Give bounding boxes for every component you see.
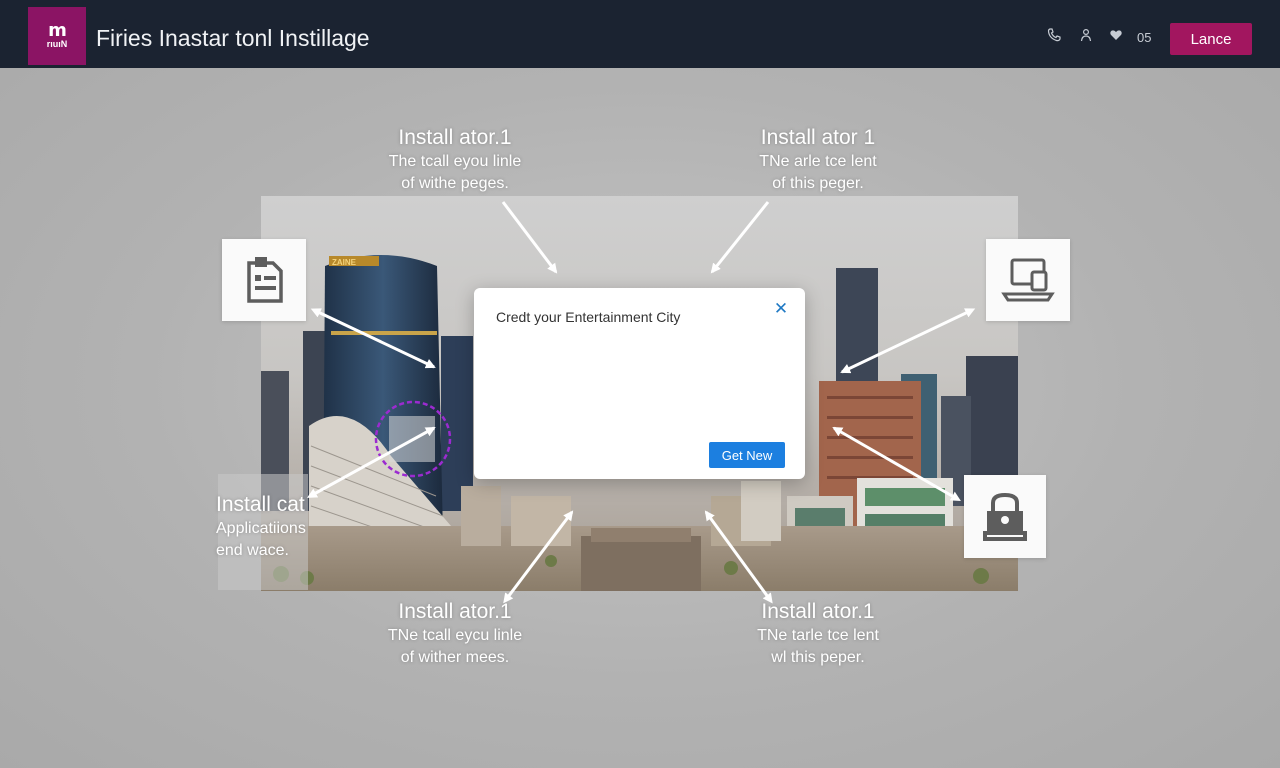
callout-bottom-right: Install ator.1 TNe tarle tce lent wl thi…: [718, 599, 918, 669]
callout-left: Install cat Applicatiions end wace.: [216, 492, 306, 562]
heart-icon[interactable]: [1108, 28, 1124, 44]
close-icon[interactable]: ✕: [771, 299, 791, 319]
callout-title: Install ator.1: [398, 126, 512, 149]
callout-text: end wace.: [216, 542, 289, 559]
left-callout-backdrop: [218, 474, 308, 590]
callout-title: Install ator.1: [398, 600, 512, 623]
callout-top-right: Install ator 1 TNe arle tce lent of this…: [718, 125, 918, 195]
callout-title: Install ator 1: [760, 126, 876, 149]
callout-text: of wither mees.: [400, 649, 510, 666]
logo-mark: m: [48, 20, 67, 41]
callout-top-left: Install ator.1 The tcall eyou linle of w…: [355, 125, 555, 195]
dialog-title: Credt your Entertainment City: [496, 309, 681, 325]
callout-text: TNe tcall eycu linle: [387, 627, 523, 644]
person-icon[interactable]: [1078, 28, 1094, 44]
callout-text: of this peger.: [772, 175, 864, 192]
app-logo[interactable]: m rıuıN: [28, 7, 86, 65]
laptop-icon: [1001, 258, 1055, 302]
laptop-card[interactable]: [986, 239, 1070, 321]
app-title: Firies Inastar tonl Instillage: [96, 25, 370, 51]
logo-text: rıuıN: [46, 39, 68, 49]
callout-text: of withe peges.: [401, 175, 509, 192]
notification-count: 05: [1137, 30, 1152, 45]
tower-sign: ZAINE: [332, 258, 357, 267]
callout-text: Applicatiions: [216, 520, 306, 537]
callout-text: The tcall eyou linle: [388, 153, 522, 170]
lock-card[interactable]: [964, 475, 1046, 558]
callout-title: Install ator.1: [761, 600, 875, 623]
callout-text: wl this peper.: [771, 649, 865, 666]
phone-icon[interactable]: [1046, 28, 1062, 44]
callout-text: TNe arle tce lent: [759, 153, 877, 170]
callout-title: Install cat: [216, 493, 305, 516]
lance-button[interactable]: Lance: [1170, 23, 1252, 55]
lock-icon: [983, 492, 1027, 541]
document-form-icon: [247, 257, 283, 303]
top-bar: m rıuıN Firies Inastar tonl Instillage 0…: [0, 0, 1280, 68]
callout-bottom-left: Install ator.1 TNe tcall eycu linle of w…: [355, 599, 555, 669]
document-card[interactable]: [222, 239, 306, 321]
get-new-button[interactable]: Get New: [709, 442, 785, 468]
entertainment-city-dialog: Credt your Entertainment City ✕ Get New: [474, 288, 805, 479]
callout-text: TNe tarle tce lent: [757, 627, 879, 644]
